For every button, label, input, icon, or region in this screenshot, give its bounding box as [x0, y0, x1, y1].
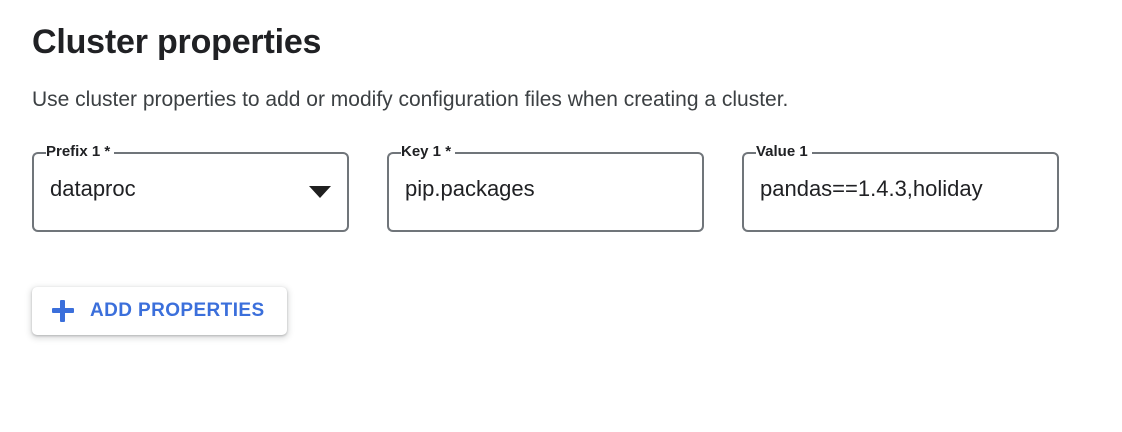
key-1-label: Key 1 *: [401, 143, 456, 161]
prefix-1-label: Prefix 1 *: [46, 143, 115, 161]
outline-leading: [387, 152, 401, 232]
value-1-input[interactable]: Value 1 pandas==1.4.3,holiday: [742, 143, 1059, 232]
chevron-down-icon[interactable]: [309, 186, 331, 198]
value-1-label: Value 1: [756, 143, 812, 161]
actions-row: ADD PROPERTIES: [32, 287, 1092, 335]
section-description: Use cluster properties to add or modify …: [32, 88, 789, 111]
page-title: Cluster properties: [32, 23, 322, 61]
prefix-1-select[interactable]: Prefix 1 * dataproc: [32, 143, 349, 232]
cluster-properties-section: Cluster properties Use cluster propertie…: [32, 0, 1092, 335]
add-properties-label: ADD PROPERTIES: [90, 300, 265, 321]
prefix-1-value[interactable]: dataproc: [50, 176, 136, 201]
key-1-input[interactable]: Key 1 * pip.packages: [387, 143, 704, 232]
outline-leading: [742, 152, 756, 232]
outline-leading: [32, 152, 46, 232]
key-1-value[interactable]: pip.packages: [405, 176, 535, 201]
plus-icon: [52, 300, 74, 322]
add-properties-button[interactable]: ADD PROPERTIES: [32, 287, 287, 335]
properties-row: Prefix 1 * dataproc Key 1 * pip.packages: [32, 143, 1092, 232]
value-1-value[interactable]: pandas==1.4.3,holiday: [760, 176, 983, 201]
